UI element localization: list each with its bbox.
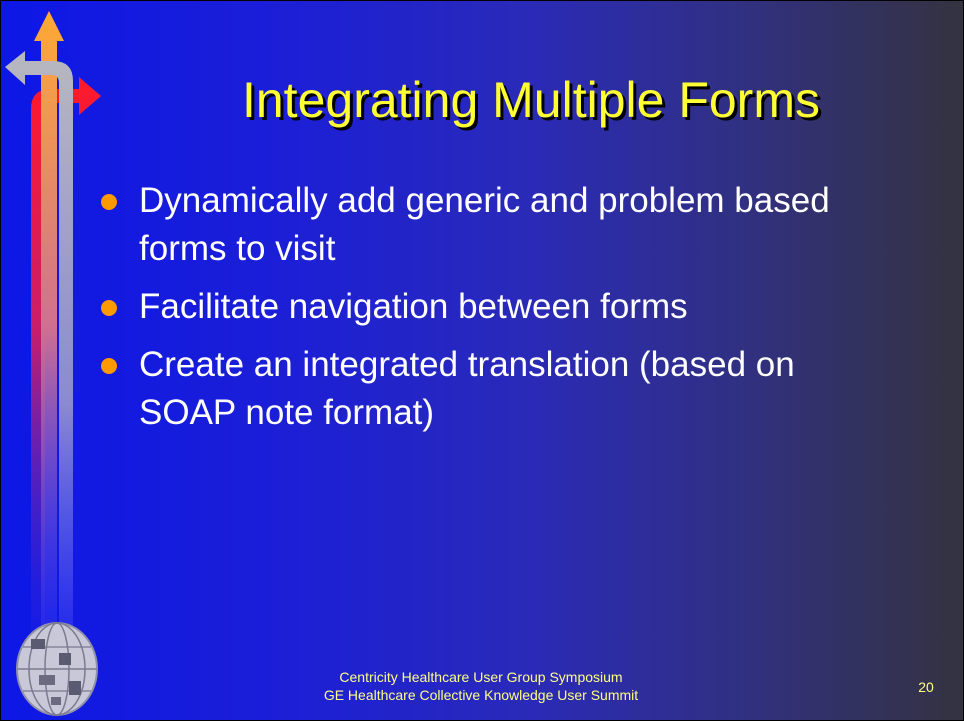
bullet-text: Facilitate navigation between forms	[139, 287, 688, 326]
bullet-item: Facilitate navigation between forms	[101, 283, 901, 331]
footer-line-1: Centricity Healthcare User Group Symposi…	[339, 669, 623, 685]
bullet-text: Dynamically add generic and problem base…	[139, 181, 830, 268]
globe-logo-icon	[16, 622, 98, 716]
bullet-item: Create an integrated translation (based …	[101, 341, 901, 437]
page-number: 20	[918, 679, 934, 695]
bullet-item: Dynamically add generic and problem base…	[101, 177, 901, 273]
arrows-logo-icon	[5, 11, 101, 641]
bullet-marker-icon	[101, 194, 117, 210]
bullet-marker-icon	[101, 358, 117, 374]
bullet-marker-icon	[101, 300, 117, 316]
slide-title: Integrating Multiple Forms	[241, 72, 820, 128]
footer-line-2: GE Healthcare Collective Knowledge User …	[323, 687, 639, 703]
bullet-text: Create an integrated translation (based …	[139, 345, 795, 432]
slide-footer: Centricity Healthcare User Group Symposi…	[251, 668, 711, 704]
bullet-list: Dynamically add generic and problem base…	[101, 177, 901, 447]
